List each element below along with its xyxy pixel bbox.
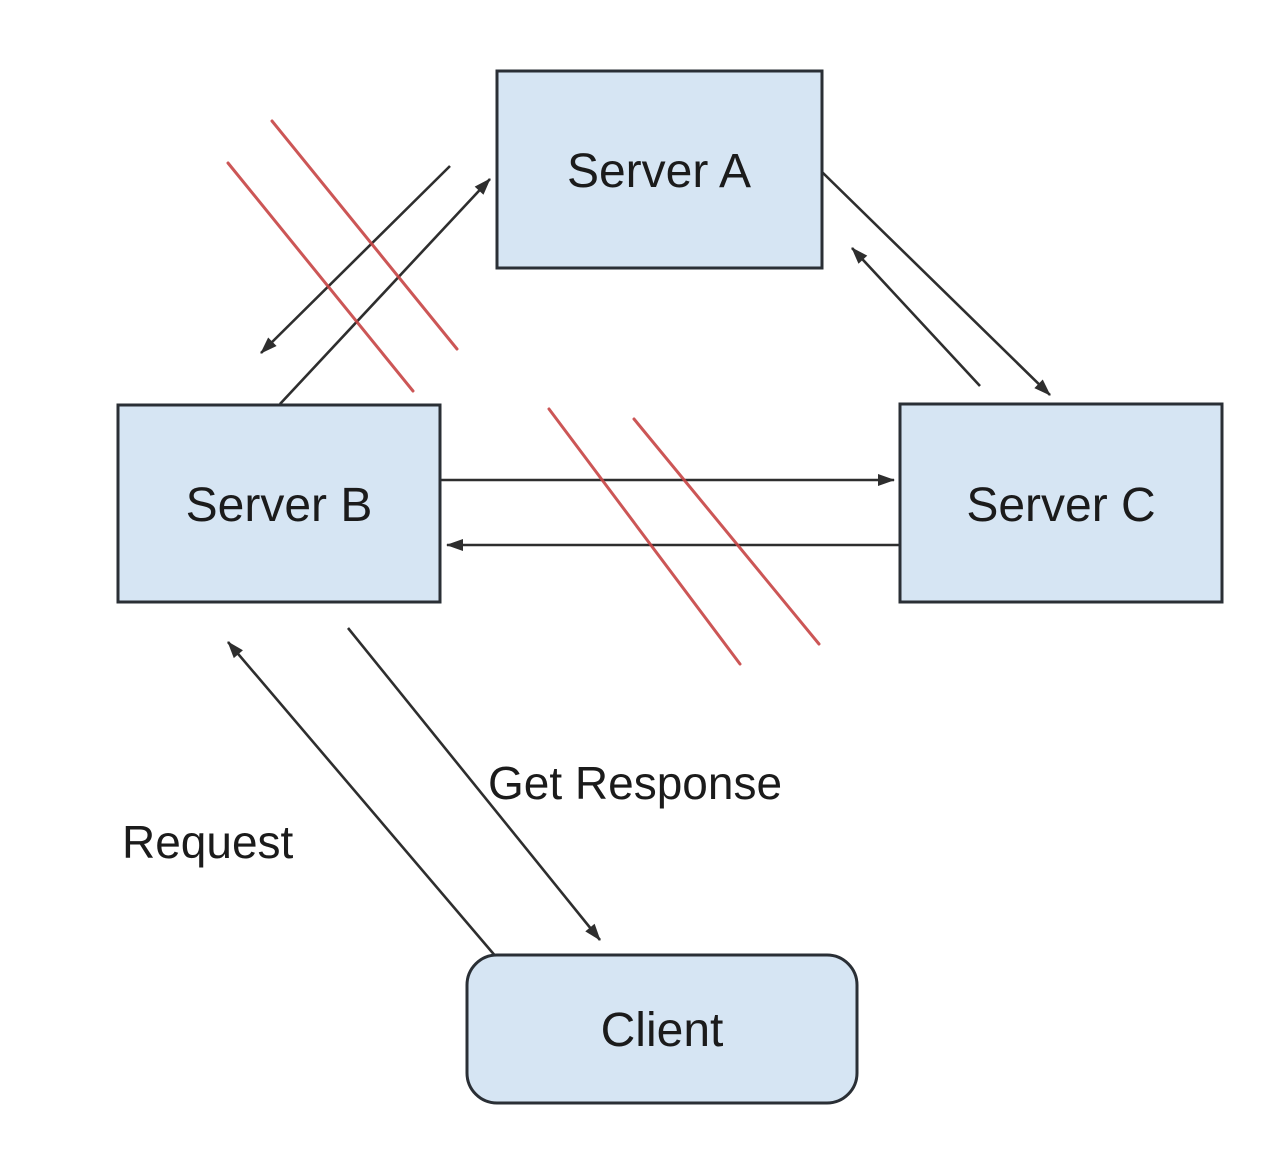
node-server-b-label: Server B	[186, 479, 373, 532]
edge-label-request: Request	[122, 816, 294, 868]
arrow-server-b-to-server-a	[279, 178, 491, 405]
node-client-box	[465, 953, 859, 1105]
arrow-server-a-to-server-b	[260, 165, 451, 354]
node-server-b-box	[116, 403, 442, 604]
arrow-server-a-to-server-c	[821, 171, 1051, 396]
arrow-server-b-to-client-get-response	[346, 627, 602, 941]
arrow-client-to-server-b-request	[227, 641, 498, 959]
edge-label-get-response: Get Response	[488, 757, 782, 809]
node-client: Client	[465, 953, 859, 1105]
node-server-a-label: Server A	[567, 145, 751, 198]
blocked-slash-ab-2	[270, 119, 459, 351]
node-server-c-label: Server C	[966, 479, 1155, 532]
node-server-b: Server B	[116, 403, 442, 604]
node-server-a: Server A	[495, 69, 824, 270]
arrow-server-c-to-server-a	[851, 247, 981, 387]
blocked-slash-bc-2	[632, 417, 821, 646]
blocked-slash-bc-1	[547, 407, 742, 666]
node-client-label: Client	[601, 1004, 724, 1057]
blocked-slash-ab-1	[226, 161, 415, 393]
node-server-a-box	[495, 69, 824, 270]
node-server-c-box	[898, 402, 1224, 604]
node-server-c: Server C	[898, 402, 1224, 604]
